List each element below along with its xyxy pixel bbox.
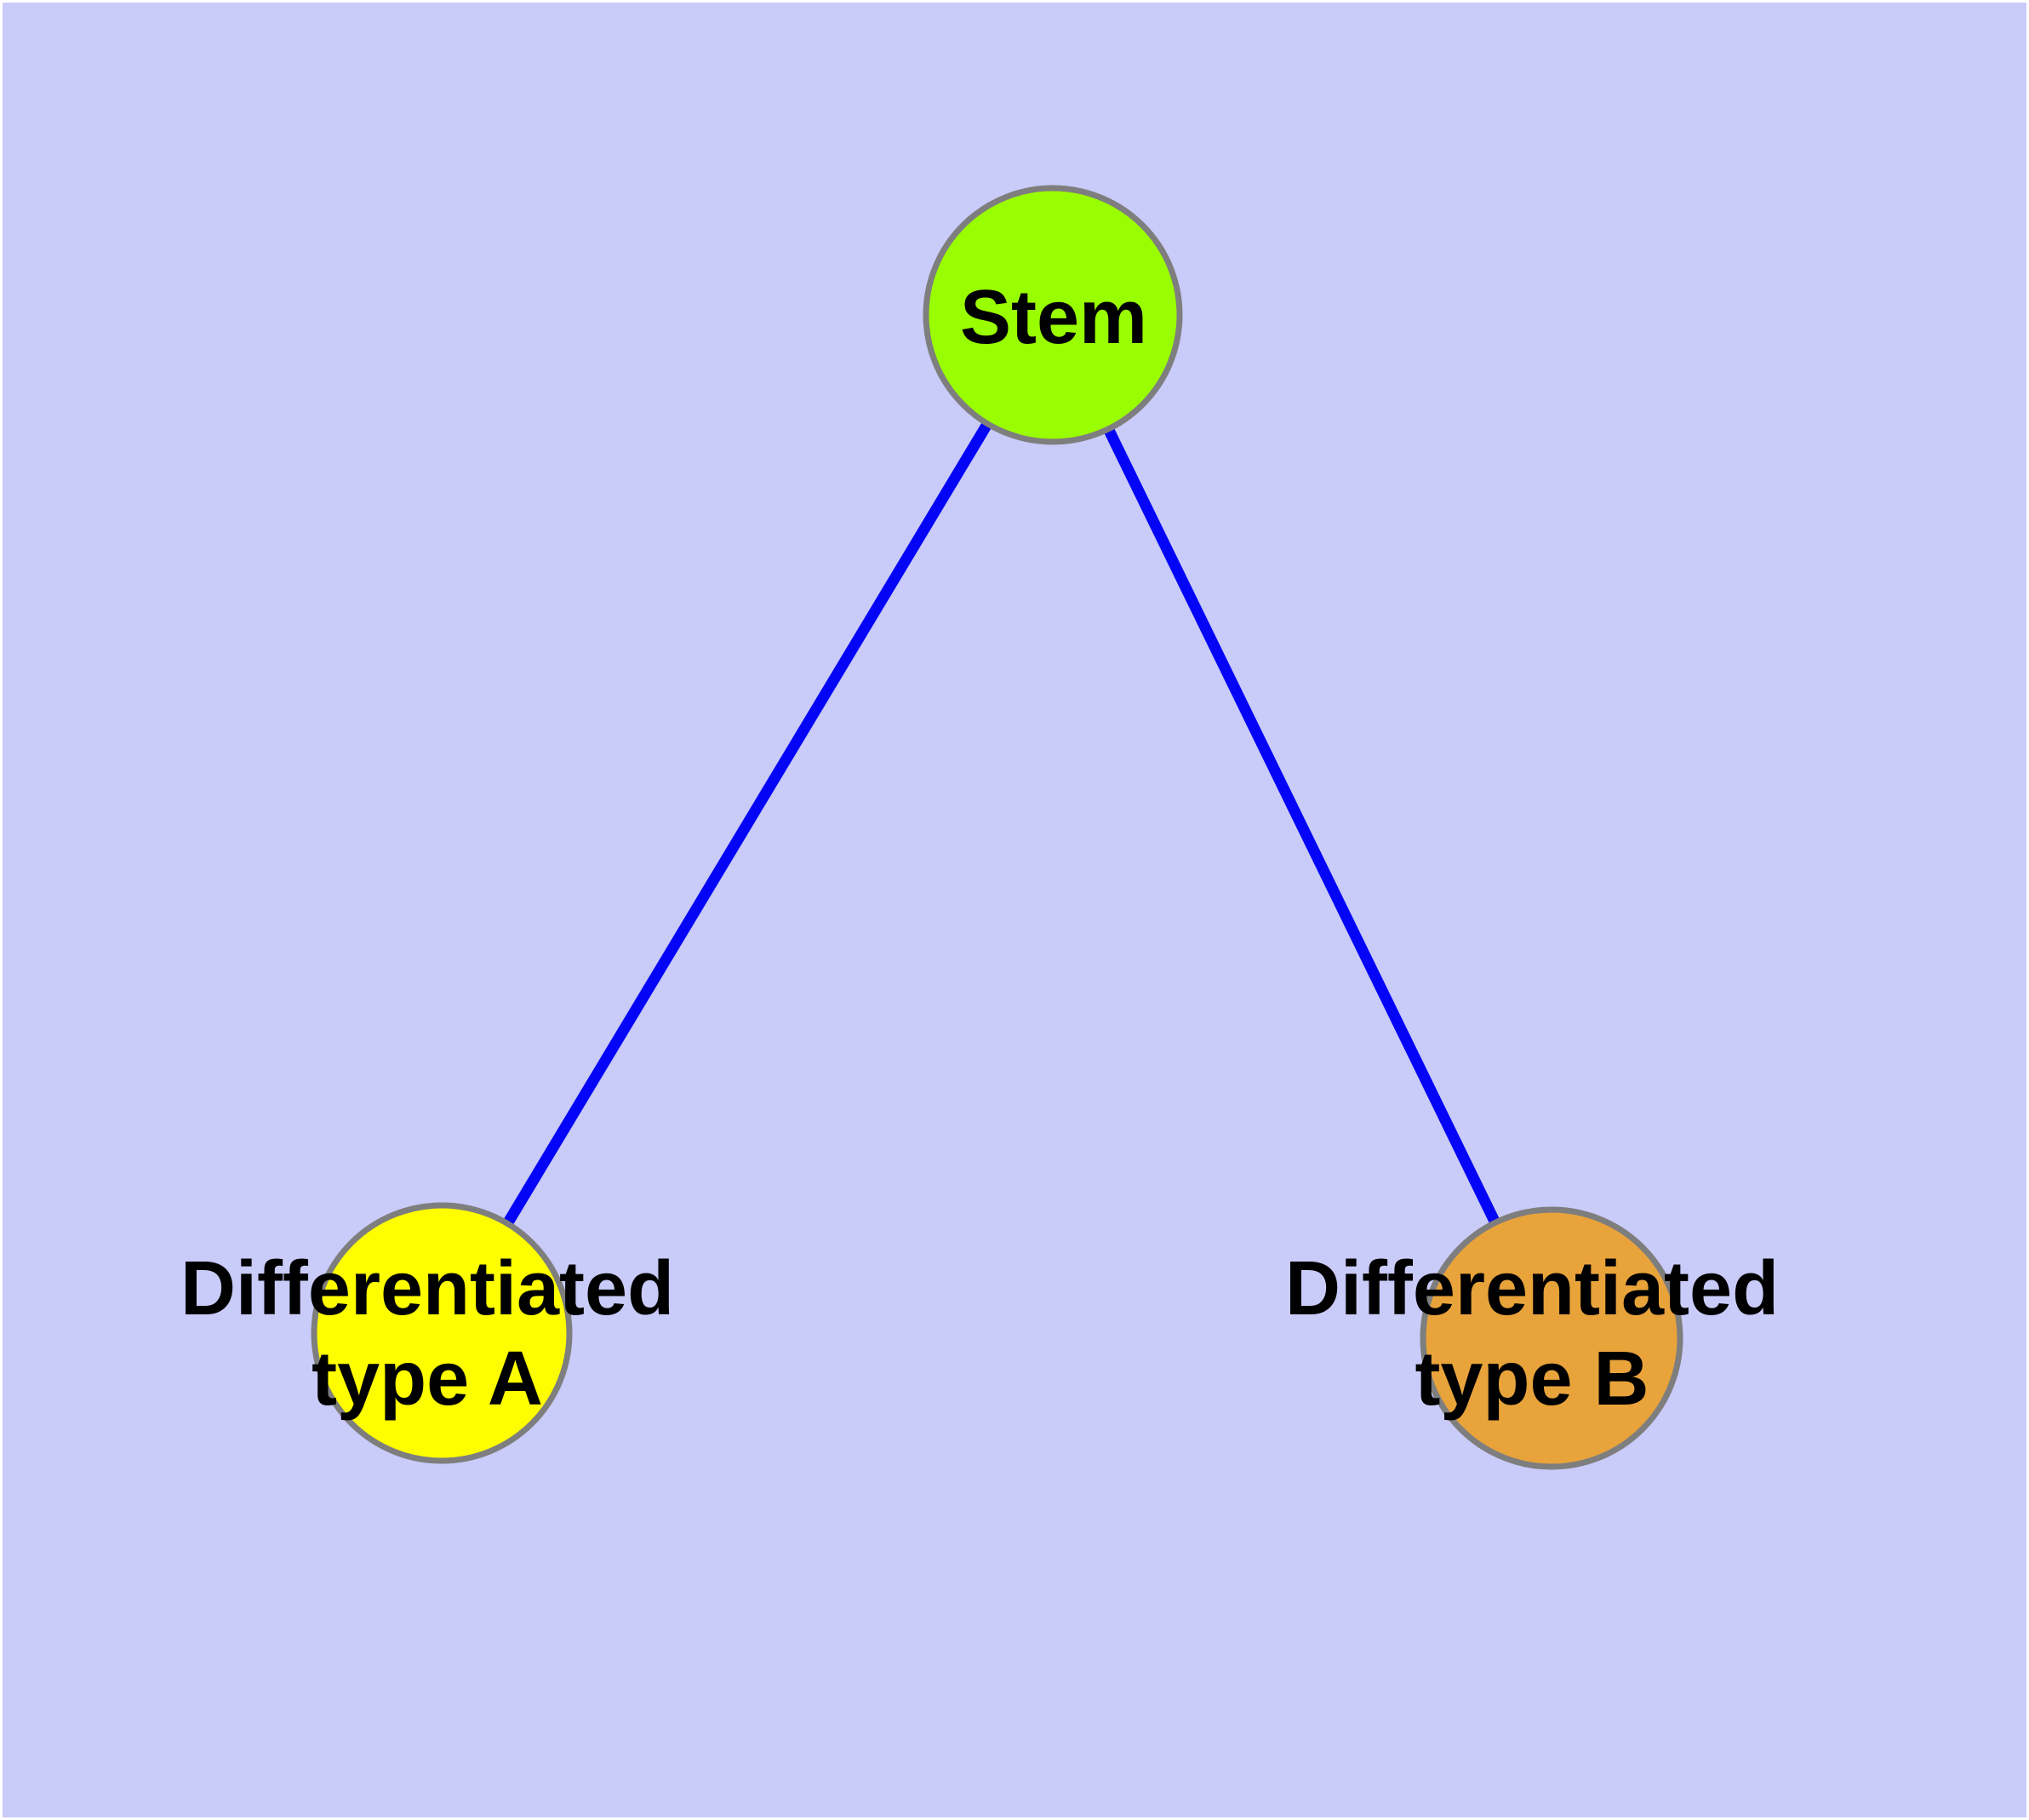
edge-stem-to-type-a [437, 312, 1058, 1336]
edge-stem-to-type-b [1048, 312, 1557, 1341]
node-type-a-circle [311, 1202, 573, 1464]
node-type-b-circle [1420, 1206, 1683, 1470]
node-stem-circle [923, 185, 1183, 445]
